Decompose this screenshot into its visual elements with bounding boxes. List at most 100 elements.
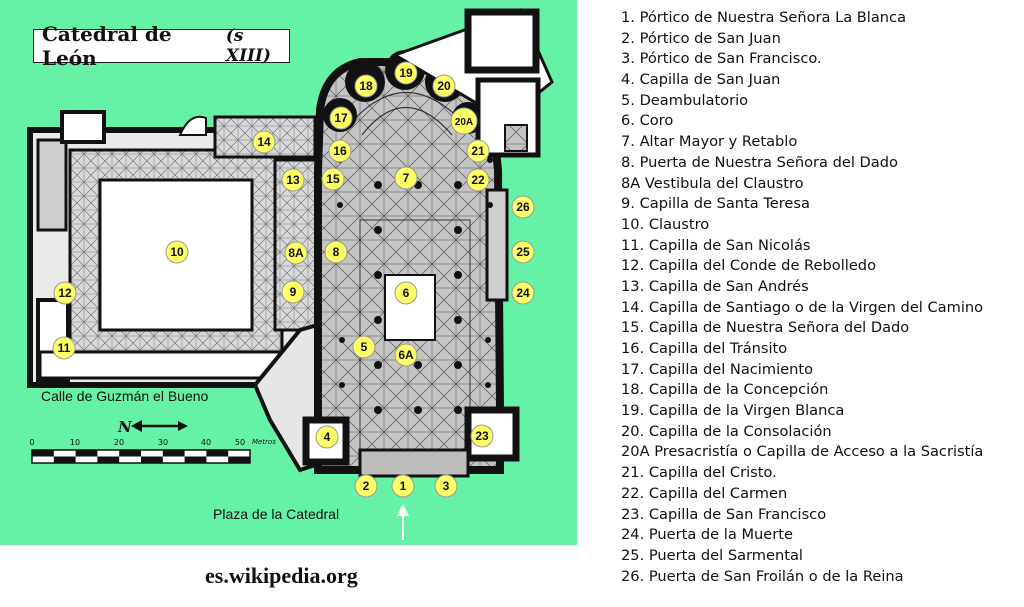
legend-item: 3. Pórtico de San Francisco. (621, 50, 822, 68)
location-badge (391, 474, 415, 498)
scale-tick: 40 (200, 438, 212, 447)
location-badge-label: 1 (400, 479, 407, 493)
location-badge-label: 25 (516, 245, 530, 259)
scale-tick: 0 (29, 438, 35, 447)
location-badge (394, 343, 418, 367)
plan-title-century: (s XIII) (225, 26, 271, 66)
legend-item: 9. Capilla de Santa Teresa (621, 195, 810, 213)
location-badge-label: 8 (333, 245, 340, 259)
scale-tick: 30 (157, 438, 169, 447)
legend-item: 18. Capilla de la Concepción (621, 381, 829, 399)
source-credit: es.wikipedia.org (205, 563, 358, 588)
legend-item: 12. Capilla del Conde de Rebolledo (621, 257, 876, 275)
location-badge (281, 280, 305, 304)
location-badge-label: 26 (516, 200, 530, 214)
location-badge-label: 12 (58, 286, 72, 300)
scale-tick: 20 (113, 438, 125, 447)
north-label: N (118, 418, 132, 436)
legend-item: 20. Capilla de la Consolación (621, 422, 832, 440)
location-badge (329, 106, 353, 130)
legend-item: 19. Capilla de la Virgen Blanca (621, 402, 845, 420)
location-badge-label: 20A (455, 117, 473, 128)
location-badge (328, 139, 352, 163)
plaza-label: Plaza de la Catedral (213, 506, 340, 522)
location-badge (321, 167, 345, 191)
legend-item: 8A Vestibula del Claustro (621, 174, 804, 192)
location-badge-label: 2 (363, 479, 370, 493)
legend-item: 26. Puerta de San Froilán o de la Reina (621, 567, 904, 585)
location-badge (434, 474, 458, 498)
location-badge (52, 336, 76, 360)
plan-title-text: Catedral de León (42, 22, 172, 70)
location-badge-label: 23 (475, 429, 489, 443)
legend-item: 11. Capilla de San Nicolás (621, 236, 811, 254)
legend-item: 4. Capilla de San Juan (621, 71, 781, 89)
location-badge (394, 166, 418, 190)
legend-item: 5. Deambulatorio (621, 91, 749, 109)
location-badge-label: 4 (324, 430, 331, 444)
location-badge-label: 8A (288, 246, 304, 260)
entrance-arrow (397, 504, 409, 540)
legend-item: 15. Capilla de Nuestra Señora del Dado (621, 319, 910, 337)
legend-item: 10. Claustro (621, 215, 710, 233)
location-badge (394, 61, 418, 85)
location-badge-label: 13 (286, 173, 300, 187)
scale-tick: 10 (69, 438, 81, 447)
scale-unit: Metros (252, 438, 276, 446)
legend-item: 2. Pórtico de San Juan (621, 29, 781, 47)
location-badge-label: 10 (170, 245, 184, 259)
location-badge (450, 107, 478, 135)
legend-item: 21. Capilla del Cristo. (621, 464, 777, 482)
location-badge (252, 130, 276, 154)
northeast-buildings (391, 8, 554, 158)
legend-item: 24. Puerta de la Muerte (621, 526, 793, 544)
location-badge (511, 240, 535, 264)
location-badge (432, 74, 456, 98)
location-badge-label: 14 (257, 135, 271, 149)
location-badge-label: 22 (471, 173, 485, 187)
street-label: Calle de Guzmán el Bueno (41, 388, 209, 404)
legend-list: 1. Pórtico de Nuestra Señora La Blanca 2.… (621, 8, 983, 587)
legend-item: 6. Coro (621, 112, 674, 130)
location-badge (165, 240, 189, 264)
legend-item: 1. Pórtico de Nuestra Señora La Blanca (621, 9, 907, 26)
location-badge (511, 195, 535, 219)
location-badge-label: 6A (398, 348, 414, 362)
location-badge (352, 335, 376, 359)
legend-item: 7. Altar Mayor y Retablo (621, 133, 798, 151)
location-badge (354, 474, 378, 498)
legend-item: 13. Capilla de San Andrés (621, 277, 809, 295)
location-badge (284, 241, 308, 265)
location-badge (511, 281, 535, 305)
legend-item: 14. Capilla de Santiago o de la Virgen d… (621, 298, 984, 316)
location-badge-label: 11 (58, 341, 71, 355)
location-badge-label: 6 (403, 286, 410, 300)
legend-item: 8. Puerta de Nuestra Señora del Dado (621, 153, 898, 171)
location-badge-label: 9 (290, 285, 297, 299)
location-badge-label: 19 (399, 66, 413, 80)
scale-bar (31, 449, 251, 464)
legend-item: 16. Capilla del Tránsito (621, 340, 788, 357)
location-badge (394, 281, 418, 305)
cathedral-floor-plan: 1234566A788A9101112131415161718192020A21… (27, 8, 554, 540)
plan-title: Catedral de León (s XIII) (33, 22, 290, 70)
legend-item: 25. Puerta del Sarmental (621, 546, 803, 564)
legend-item: 22. Capilla del Carmen (621, 484, 788, 502)
location-badge-label: 20 (437, 79, 451, 93)
location-badge (470, 424, 494, 448)
location-badge (324, 240, 348, 264)
location-badge (466, 168, 490, 192)
location-badge (281, 168, 305, 192)
location-badge-label: 17 (334, 111, 348, 125)
legend-item: 23. Capilla de San Francisco (621, 505, 827, 523)
location-badge-label: 24 (516, 286, 530, 300)
location-badge-label: 3 (443, 479, 450, 493)
location-badge-label: 7 (403, 171, 410, 185)
location-badge (466, 139, 490, 163)
location-badge-label: 21 (471, 144, 485, 158)
location-badge (354, 74, 378, 98)
scale-tick: 50 (234, 438, 246, 447)
location-badge-label: 15 (326, 172, 340, 186)
location-badge-label: 5 (361, 340, 368, 354)
